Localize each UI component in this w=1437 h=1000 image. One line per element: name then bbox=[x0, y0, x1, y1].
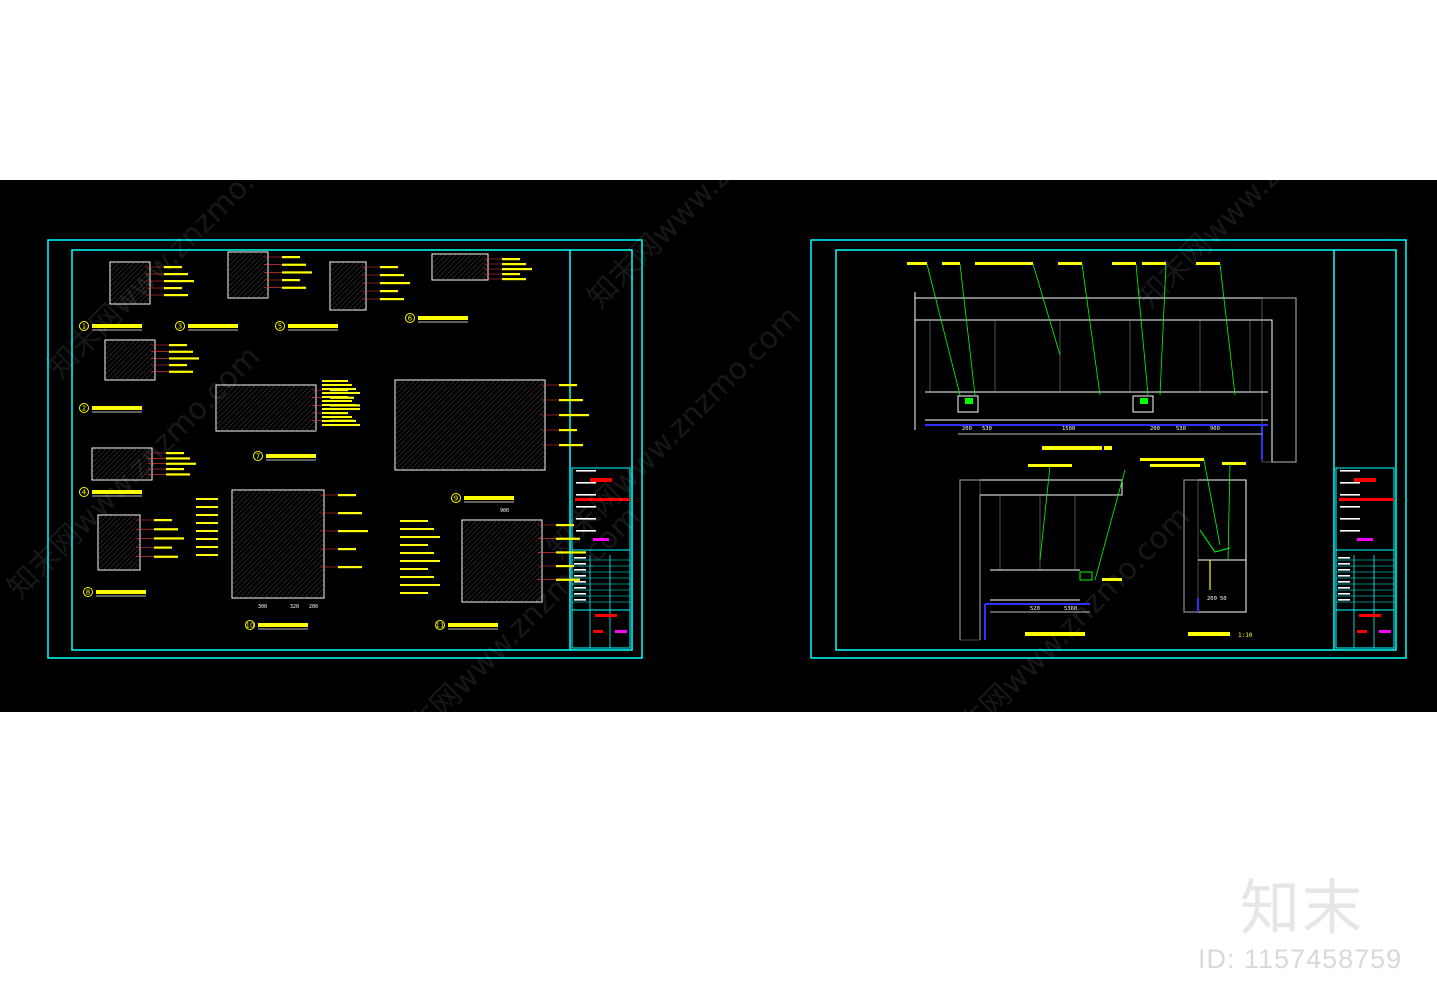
watermark-id: ID: 1157458759 bbox=[1198, 944, 1403, 974]
ceiling-section-2: 520 5360 bbox=[959, 464, 1126, 641]
callout-block bbox=[196, 380, 440, 594]
detail-number: 11 bbox=[436, 622, 445, 630]
detail-title bbox=[1042, 446, 1102, 450]
detail-10: 10 bbox=[231, 489, 368, 630]
title-block bbox=[571, 467, 631, 649]
detail-11: 11 bbox=[435, 519, 586, 630]
detail-title bbox=[258, 623, 308, 627]
detail-title bbox=[96, 590, 146, 594]
detail-title bbox=[92, 490, 142, 494]
dimension-label: 300 bbox=[258, 604, 267, 610]
title-block-red-mark bbox=[590, 478, 612, 482]
detail-title bbox=[288, 324, 338, 328]
watermark-logo: 知末 bbox=[1240, 874, 1364, 944]
dimension-label: 5360 bbox=[1064, 606, 1077, 612]
title-block-red-bar bbox=[575, 498, 630, 501]
dimension-label: 200 bbox=[309, 604, 318, 610]
detail-number: 9 bbox=[454, 495, 458, 503]
detail-number: 2 bbox=[82, 405, 86, 413]
title-block bbox=[1335, 467, 1395, 649]
dimension-label: 1500 bbox=[1062, 426, 1075, 432]
sheet-outer-border bbox=[47, 239, 643, 659]
detail-title bbox=[92, 406, 142, 410]
dimension-label: 530 bbox=[1176, 426, 1186, 432]
detail-title bbox=[448, 623, 498, 627]
detail-title bbox=[92, 324, 142, 328]
detail-number: 10 bbox=[246, 622, 255, 630]
dimension-label: 200 bbox=[962, 426, 972, 432]
sheet-inner-border bbox=[71, 249, 633, 651]
drawing-sheet-left: 1 2 3 4 5 6 7 8 9 10 11 300 320 200 900 bbox=[47, 239, 643, 659]
dimension-label: 530 bbox=[982, 426, 992, 432]
dimension-label: 320 bbox=[290, 604, 299, 610]
dimension-label: 200 bbox=[1207, 596, 1217, 602]
dimension-label: 520 bbox=[1030, 606, 1040, 612]
detail-2: 2 bbox=[79, 339, 199, 413]
detail-number: 1 bbox=[82, 323, 86, 331]
dimension-label: 900 bbox=[1210, 426, 1220, 432]
sheet-inner-border bbox=[835, 249, 1397, 651]
detail-title bbox=[266, 454, 316, 458]
detail-title bbox=[1025, 632, 1085, 636]
detail-title bbox=[188, 324, 238, 328]
detail-8: 8 bbox=[83, 514, 184, 597]
detail-title bbox=[418, 316, 468, 320]
dimension-label: 200 bbox=[1150, 426, 1160, 432]
detail-number: 8 bbox=[86, 589, 90, 597]
drawing-sheet-right: 200 530 1500 200 530 900 bbox=[810, 239, 1407, 659]
detail-number: 6 bbox=[408, 315, 413, 323]
detail-number: 5 bbox=[278, 323, 282, 331]
detail-4: 4 bbox=[79, 447, 196, 497]
detail-6: 6 bbox=[405, 253, 532, 323]
detail-title bbox=[1188, 632, 1230, 636]
title-block-magenta-mark bbox=[593, 538, 609, 541]
model-space-background bbox=[0, 180, 1437, 712]
detail-number: 7 bbox=[256, 453, 260, 461]
sheet-outer-border bbox=[810, 239, 1407, 659]
detail-title bbox=[464, 496, 514, 500]
detail-5: 5 bbox=[275, 261, 410, 331]
dimension-label: 900 bbox=[500, 508, 509, 514]
dimension-label: 50 bbox=[1220, 596, 1227, 602]
detail-number: 3 bbox=[178, 323, 182, 331]
detail-9: 9 bbox=[394, 379, 589, 503]
ceiling-section-1: 200 530 1500 200 530 900 bbox=[907, 262, 1297, 463]
scale-label: 1:10 bbox=[1238, 632, 1253, 639]
detail-1: 1 bbox=[79, 261, 194, 331]
detail-number: 4 bbox=[82, 489, 87, 497]
detail-3: 3 bbox=[175, 251, 312, 331]
